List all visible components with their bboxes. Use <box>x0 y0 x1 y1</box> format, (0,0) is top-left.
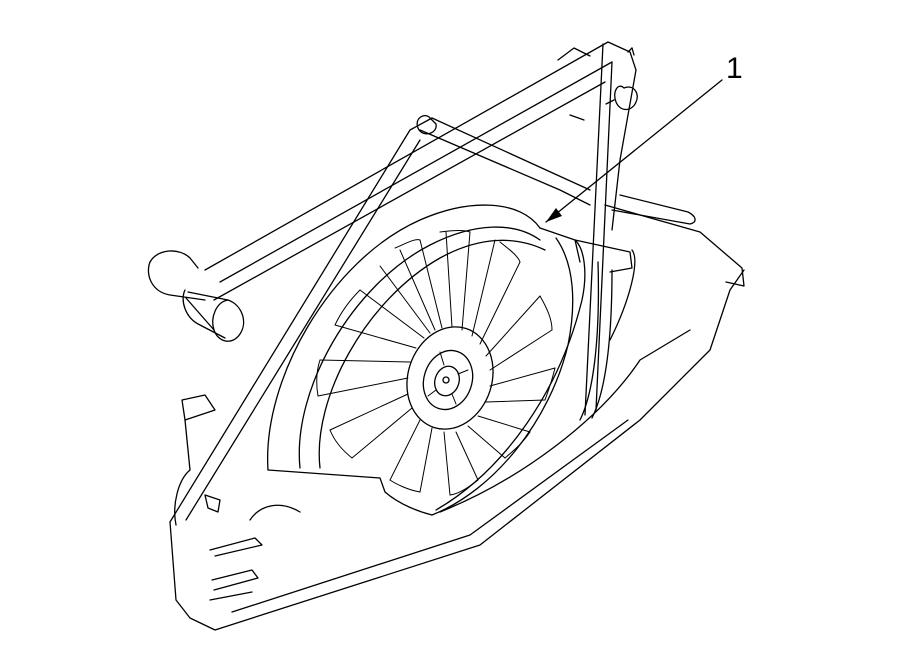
radiator-frame <box>204 41 745 416</box>
leader-arrowhead <box>546 208 562 222</box>
fan-ring <box>267 204 691 516</box>
leader-line <box>545 79 723 223</box>
shroud-body <box>169 114 745 631</box>
fan-hub <box>406 326 494 430</box>
hose-connector <box>147 250 245 342</box>
callout-1: 1 <box>545 52 743 223</box>
callout-label: 1 <box>726 52 743 85</box>
fan-blades <box>316 230 556 496</box>
